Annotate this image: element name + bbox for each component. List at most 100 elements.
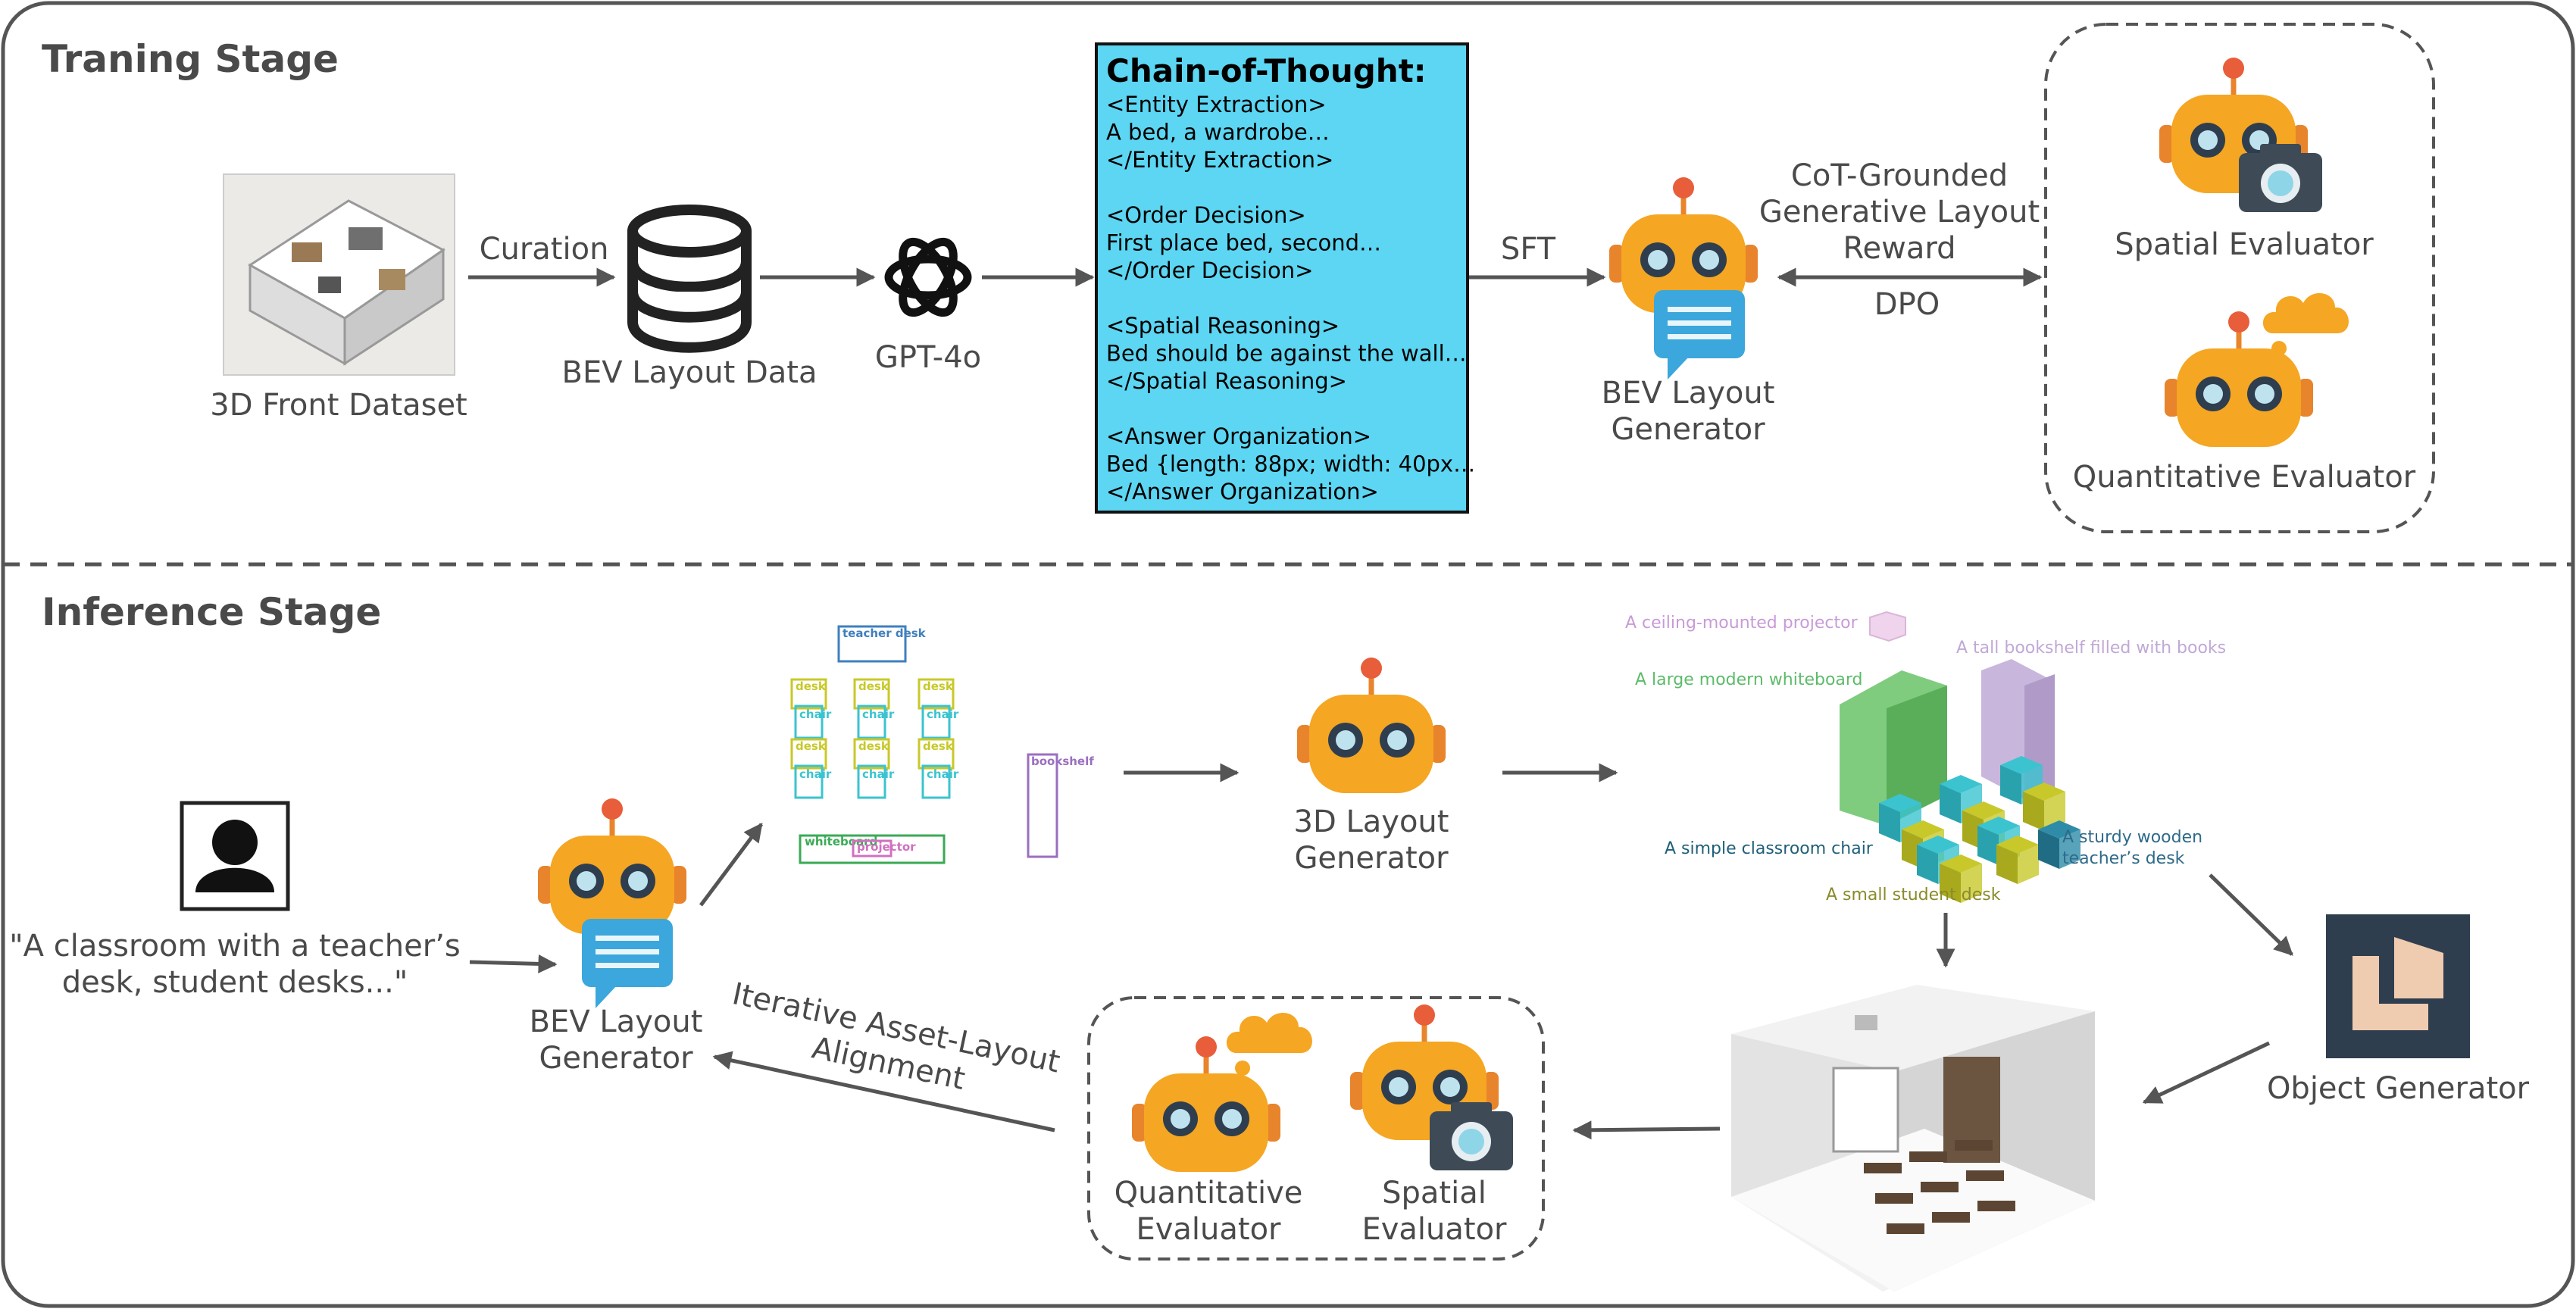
curation-label: Curation bbox=[480, 232, 609, 267]
database-icon bbox=[627, 205, 752, 353]
prompt-line-2: desk, student desks..." bbox=[62, 965, 408, 1000]
cot-line: Bed should be against the wall… bbox=[1106, 341, 1467, 367]
bev-desk-label-1: desk bbox=[796, 679, 827, 693]
obj-teacher-desk-label-2: teacher’s desk bbox=[2062, 849, 2185, 868]
cot-line: A bed, a wardrobe… bbox=[1106, 120, 1330, 145]
inference-generator-label-2: Generator bbox=[539, 1041, 693, 1076]
classroom-render bbox=[1731, 985, 2095, 1292]
train-generator-label-2: Generator bbox=[1611, 412, 1765, 447]
layout-cube bbox=[2059, 829, 2080, 869]
inference-stage-title: Inference Stage bbox=[42, 590, 381, 634]
3d-front-dataset-image bbox=[223, 173, 455, 376]
gpt-label: GPT-4o bbox=[875, 340, 981, 375]
cot-title: Chain-of-Thought: bbox=[1106, 52, 1427, 89]
obj-student-desk-label: A small student desk bbox=[1826, 886, 2001, 904]
training-stage-title: Traning Stage bbox=[42, 37, 339, 81]
arrow-from-object-generator bbox=[2142, 1041, 2271, 1104]
layout-cube bbox=[2038, 829, 2059, 869]
object-generator-logo-icon bbox=[2352, 937, 2443, 1030]
inference-quantitative-robot-icon bbox=[1132, 1036, 1280, 1172]
layout-cube bbox=[1879, 803, 1900, 842]
inference-robot-icon bbox=[538, 798, 686, 934]
layout-cube bbox=[1940, 864, 1961, 903]
bev-chair-label-6: chair bbox=[927, 767, 959, 781]
reward-label-1: CoT-Grounded bbox=[1791, 158, 2008, 193]
bev-desk-label-6: desk bbox=[923, 739, 954, 753]
inference-quant-label-1: Quantitative bbox=[1114, 1176, 1303, 1211]
cot-line: <Spatial Reasoning> bbox=[1106, 313, 1340, 339]
obj-projector-label: A ceiling-mounted projector bbox=[1625, 614, 1859, 633]
layout-cube bbox=[2000, 765, 2021, 804]
layout-cube bbox=[2018, 845, 2039, 884]
cot-box bbox=[1095, 42, 1469, 514]
layout-cube bbox=[2023, 792, 2044, 831]
arrow-to-object-generator bbox=[2209, 873, 2293, 956]
layout-cube bbox=[1977, 826, 1999, 865]
inference-chat-bubble-icon bbox=[582, 919, 673, 1008]
camera-icon bbox=[2239, 144, 2322, 212]
bev-layout-sketch: teacher desk desk desk desk chair chair … bbox=[790, 625, 1094, 864]
obj-whiteboard-label: A large modern whiteboard bbox=[1635, 670, 1863, 689]
bev-chair-label-1: chair bbox=[799, 708, 832, 721]
inference-evaluator-group bbox=[1087, 996, 1545, 1261]
obj-teacher-desk-label-1: A sturdy wooden bbox=[2062, 828, 2202, 847]
user-icon bbox=[180, 801, 290, 911]
spatial-evaluator-label: Spatial Evaluator bbox=[2115, 227, 2374, 262]
train-generator-label-1: BEV Layout bbox=[1602, 376, 1775, 411]
bev-chair-label-2: chair bbox=[862, 708, 895, 721]
layout-cube bbox=[1917, 845, 1938, 884]
bev-whiteboard-label: whiteboard bbox=[805, 835, 877, 848]
alignment-arrow bbox=[712, 1051, 1055, 1132]
bev-data-label: BEV Layout Data bbox=[562, 355, 818, 390]
inference-camera-icon bbox=[1430, 1102, 1513, 1170]
3d-layout-robot-icon bbox=[1297, 658, 1446, 793]
bev-chair-label-5: chair bbox=[862, 767, 895, 781]
cot-lines: <Entity Extraction> A bed, a wardrobe…</E… bbox=[1106, 92, 1475, 505]
obj-bookshelf-label: A tall bookshelf filled with books bbox=[1956, 639, 2226, 658]
quantitative-evaluator-label: Quantitative Evaluator bbox=[2073, 460, 2416, 495]
bev-desk-label-2: desk bbox=[858, 679, 889, 693]
inference-spatial-label-1: Spatial bbox=[1382, 1176, 1487, 1211]
cot-line: </Spatial Reasoning> bbox=[1106, 368, 1347, 394]
bev-chair-label-4: chair bbox=[799, 767, 832, 781]
bev-desk-label-5: desk bbox=[858, 739, 889, 753]
bev-desk-label-3: desk bbox=[923, 679, 954, 693]
object-generator-label: Object Generator bbox=[2267, 1071, 2530, 1106]
bev-desk-label-4: desk bbox=[796, 739, 827, 753]
layout-cube bbox=[1996, 845, 2018, 884]
cot-line: <Order Decision> bbox=[1106, 202, 1306, 228]
inference-spatial-label-2: Evaluator bbox=[1361, 1212, 1507, 1247]
bev-bookshelf-label: bookshelf bbox=[1031, 754, 1094, 768]
prompt-line-1: "A classroom with a teacher’s bbox=[9, 929, 461, 964]
obj-chair-label: A simple classroom chair bbox=[1665, 839, 1874, 858]
dpo-label: DPO bbox=[1874, 287, 1940, 322]
cot-line: <Answer Organization> bbox=[1106, 423, 1371, 449]
reward-label-2: Generative Layout bbox=[1759, 195, 2040, 230]
prompt-arrow bbox=[469, 954, 558, 973]
3d-generator-label-1: 3D Layout bbox=[1294, 804, 1449, 839]
arrow-to-bev-layout bbox=[699, 822, 764, 907]
bev-chair-label-3: chair bbox=[927, 708, 959, 721]
cot-line: </Entity Extraction> bbox=[1106, 147, 1333, 173]
cot-line: Bed {length: 88px; width: 40px… bbox=[1106, 451, 1475, 477]
chat-bubble-icon bbox=[1654, 290, 1745, 380]
bev-teacher-desk-label: teacher desk bbox=[843, 626, 927, 640]
inference-quant-label-2: Evaluator bbox=[1136, 1212, 1281, 1247]
openai-logo-icon bbox=[884, 237, 972, 317]
reward-label-3: Reward bbox=[1843, 231, 1956, 266]
cot-line: <Entity Extraction> bbox=[1106, 92, 1327, 117]
3d-generator-label-2: Generator bbox=[1294, 841, 1449, 876]
layout-cube bbox=[1940, 784, 1961, 823]
cot-line: </Order Decision> bbox=[1106, 258, 1313, 283]
sft-label: SFT bbox=[1501, 232, 1556, 267]
layout-cube bbox=[1961, 864, 1982, 903]
bev-projector-label: projector bbox=[857, 840, 916, 854]
dataset-label: 3D Front Dataset bbox=[210, 388, 467, 423]
inference-generator-label-1: BEV Layout bbox=[530, 1004, 703, 1039]
evaluator-group bbox=[2044, 23, 2435, 533]
3d-layout-boxes: A ceiling-mounted projector A tall books… bbox=[1625, 611, 2226, 904]
arrow-to-evaluators bbox=[1572, 1120, 1721, 1140]
cot-line: First place bed, second… bbox=[1106, 230, 1381, 256]
